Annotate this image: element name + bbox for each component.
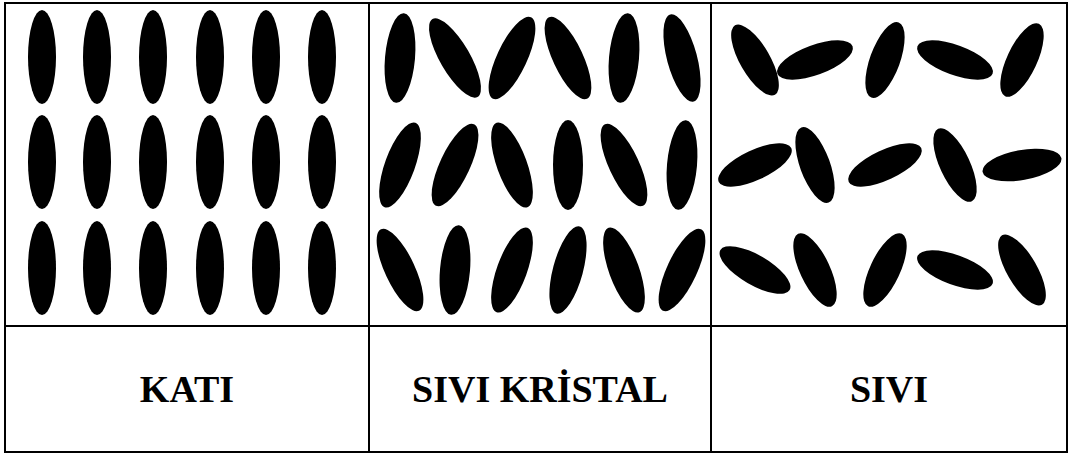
molecule: [252, 221, 280, 315]
molecule: [252, 115, 280, 209]
molecule: [83, 115, 111, 209]
molecule: [483, 223, 542, 318]
molecule: [139, 10, 167, 104]
molecule: [553, 120, 583, 210]
molecule: [712, 135, 797, 196]
molecule: [422, 118, 487, 212]
molecule: [252, 10, 280, 104]
molecule: [28, 221, 56, 315]
molecule: [595, 223, 654, 318]
molecule: [925, 122, 986, 207]
molecule: [139, 115, 167, 209]
molecule: [787, 122, 843, 207]
molecule: [785, 227, 846, 312]
molecule: [542, 223, 594, 318]
molecule: [371, 118, 430, 213]
molecule: [992, 17, 1053, 102]
molecule: [535, 11, 600, 105]
state-label: SIVI KRİSTAL: [412, 367, 668, 411]
molecule: [196, 10, 224, 104]
molecule: [420, 12, 491, 105]
label-cell: SIVI KRİSTAL: [370, 325, 710, 451]
molecule: [912, 32, 997, 88]
molecule: [83, 221, 111, 315]
molecule: [980, 143, 1064, 186]
molecule: [857, 17, 913, 102]
state-label: KATI: [140, 367, 234, 411]
molecule: [308, 10, 336, 104]
molecule: [713, 237, 797, 303]
molecule: [605, 12, 643, 104]
molecule-group: [712, 17, 1064, 312]
molecule: [772, 32, 857, 88]
molecule: [308, 115, 336, 209]
molecule: [842, 135, 927, 196]
molecule: [483, 118, 542, 213]
molecule: [989, 228, 1055, 312]
state-panel: KATI: [4, 2, 370, 453]
molecule: [367, 223, 432, 317]
molecule: [855, 227, 916, 312]
molecule: [308, 221, 336, 315]
label-cell: SIVI: [712, 325, 1066, 451]
molecule: [28, 10, 56, 104]
label-cell: KATI: [6, 325, 368, 451]
molecule: [196, 221, 224, 315]
molecule: [196, 115, 224, 209]
molecule: [912, 242, 997, 298]
molecule: [649, 223, 714, 317]
molecule: [591, 118, 656, 212]
molecule: [722, 18, 788, 102]
molecule: [479, 11, 544, 105]
state-label: SIVI: [850, 367, 928, 411]
molecule-group: [28, 10, 336, 315]
molecule: [381, 12, 419, 104]
molecule: [139, 221, 167, 315]
state-panel: SIVI KRİSTAL: [370, 2, 712, 453]
molecule: [656, 11, 708, 106]
molecule: [436, 224, 474, 316]
molecule: [83, 10, 111, 104]
molecule: [28, 115, 56, 209]
molecule: [663, 119, 701, 211]
state-panel: SIVI: [712, 2, 1068, 453]
molecule-group: [367, 11, 714, 318]
